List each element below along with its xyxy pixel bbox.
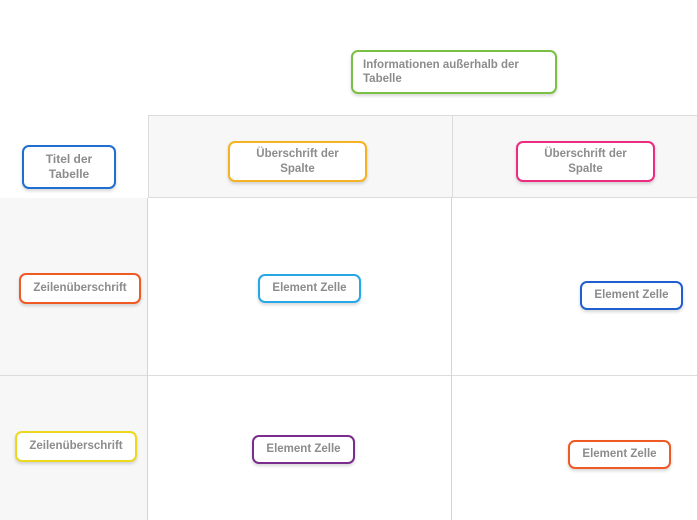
column-header-box-2: Überschrift der Spalte xyxy=(516,141,655,182)
column-header-box-1: Überschrift der Spalte xyxy=(228,141,367,182)
cell-element-box-2-1: Element Zelle xyxy=(252,435,355,464)
row-header-box-1: Zeilenüberschrift xyxy=(19,273,141,304)
cell-element-box-1-1: Element Zelle xyxy=(258,274,361,303)
external-information-callout: Informationen außerhalb der Tabelle xyxy=(351,50,557,94)
table-title-box: Titel der Tabelle xyxy=(22,145,116,189)
row-header-box-2: Zeilenüberschrift xyxy=(15,431,137,462)
cell-element-box-2-2: Element Zelle xyxy=(568,440,671,469)
cell-element-box-1-2: Element Zelle xyxy=(580,281,683,310)
